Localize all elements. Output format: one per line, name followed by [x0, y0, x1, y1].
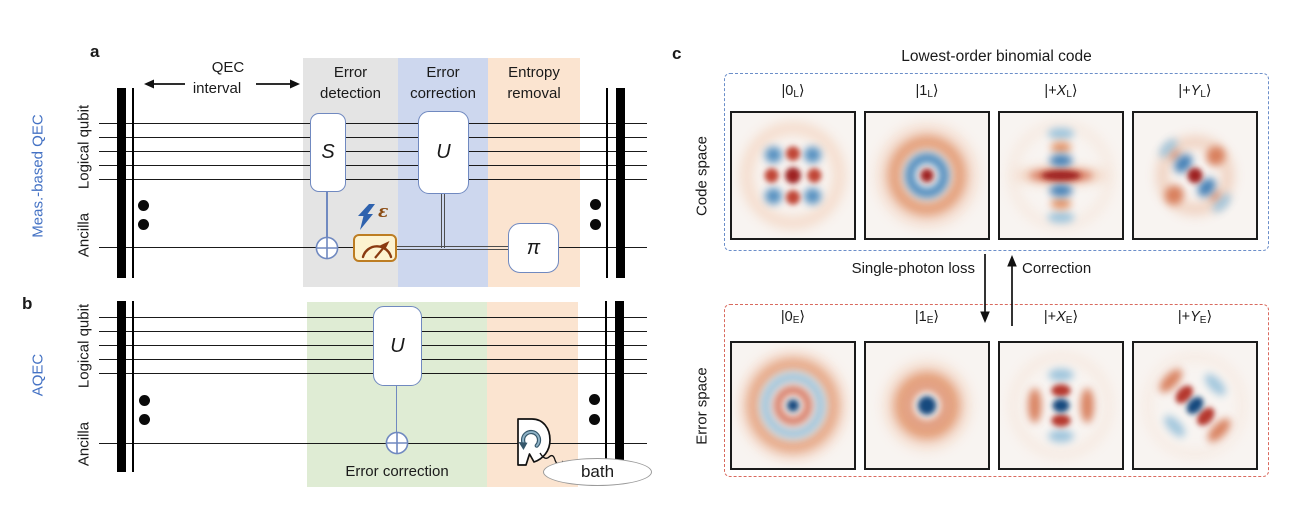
cnot-target-icon [385, 431, 409, 455]
panel-b-ancilla-label: Ancilla [75, 421, 93, 467]
wigner-plot-0L [730, 111, 856, 240]
qec-interval-line1: QEC [211, 59, 245, 76]
logical-wire [99, 165, 647, 167]
state-label-plusXE: |+XE⟩ [1043, 309, 1079, 326]
wigner-plot-1L [864, 111, 990, 240]
right-thick-barline [615, 88, 625, 278]
state-label-0L: |0L⟩ [781, 83, 805, 100]
dissipator-icon [517, 418, 551, 466]
pi-gate-label: π [526, 236, 541, 259]
error-space-box [724, 304, 1269, 477]
correction-arrow-up [1007, 255, 1017, 326]
left-thin-barline [131, 301, 134, 472]
ancilla-wire [99, 247, 355, 249]
meter-icon [361, 240, 393, 259]
recovery-gate-b-label: U [390, 334, 405, 357]
correction-label: Correction [1022, 260, 1092, 277]
code-space-label: Code space [693, 135, 711, 217]
state-label-plusYL: |+YL⟩ [1178, 83, 1212, 100]
syndrome-gate: S [310, 113, 346, 192]
recovery-gate-a: U [418, 111, 469, 194]
classical-wire [440, 192, 442, 248]
state-label-0E: |0E⟩ [780, 309, 806, 326]
panel-b-logical-label: Logical qubit [75, 303, 93, 389]
classical-wire [443, 192, 446, 248]
control-line [326, 190, 328, 237]
aqec-correction-title: Error correction [345, 463, 449, 480]
ellipsis-dot [589, 218, 601, 230]
right-thick-barline [614, 301, 624, 472]
wigner-plot-plusYL [1132, 111, 1258, 240]
interval-arrows [144, 79, 300, 89]
panel-a-label: a [90, 42, 100, 61]
single-photon-loss-label: Single-photon loss [851, 260, 975, 277]
state-label-1E: |1E⟩ [914, 309, 940, 326]
ellipsis-dot [588, 393, 600, 405]
panel-a-logical-label: Logical qubit [75, 104, 93, 190]
measurement-box [353, 233, 397, 262]
panel-b-side-label: AQEC [29, 353, 47, 397]
wigner-plot-plusXL [998, 111, 1124, 240]
left-thin-barline [131, 88, 134, 278]
error-symbol: ε [378, 202, 389, 222]
qec-interval-line2: interval [192, 80, 242, 97]
ellipsis-dot [138, 413, 150, 425]
classical-wire [397, 249, 509, 251]
panel-c-title: Lowest-order binomial code [901, 48, 1092, 65]
ellipsis-dot [589, 198, 601, 210]
loss-arrow-down [980, 254, 990, 323]
logical-wire [99, 179, 647, 181]
panel-b-label: b [22, 294, 33, 313]
ancilla-wire [99, 443, 647, 445]
state-label-1L: |1L⟩ [915, 83, 939, 100]
ellipsis-dot [138, 394, 150, 406]
wigner-plot-1E [864, 341, 990, 470]
panel-a-ancilla-label: Ancilla [75, 212, 93, 258]
wigner-plot-plusYE [1132, 341, 1258, 470]
code-space-box [724, 73, 1269, 251]
state-label-plusYE: |+YE⟩ [1177, 309, 1213, 326]
panel-a-side-label: Meas.-based QEC [29, 114, 47, 238]
ellipsis-dot [137, 218, 149, 230]
wigner-plot-plusXE [998, 341, 1124, 470]
error-detection-title: Error detection [320, 64, 381, 102]
syndrome-gate-label: S [321, 141, 335, 163]
logical-wire [99, 137, 647, 139]
right-thin-barline [605, 88, 608, 278]
entropy-removal-title: Entropy removal [507, 64, 561, 102]
left-thick-barline [117, 301, 126, 472]
pi-gate: π [508, 223, 559, 273]
recovery-gate-b: U [373, 306, 422, 386]
right-thin-barline [604, 301, 607, 472]
control-line [395, 384, 398, 432]
recovery-gate-a-label: U [436, 141, 451, 163]
ancilla-wire [556, 247, 647, 249]
classical-wire [397, 245, 509, 248]
cnot-target-icon [315, 236, 339, 259]
ellipsis-dot [588, 413, 600, 425]
lightning-icon [358, 204, 375, 230]
logical-wire [99, 151, 647, 153]
bath-ellipse: bath [543, 458, 652, 486]
wigner-plot-0E [730, 341, 856, 470]
left-thick-barline [117, 88, 126, 278]
bath-label: bath [580, 462, 615, 481]
error-correction-title: Error correction [410, 64, 476, 102]
ellipsis-dot [137, 199, 149, 211]
error-space-label: Error space [693, 367, 711, 445]
state-label-plusXL: |+XL⟩ [1044, 83, 1078, 100]
logical-wire [99, 123, 647, 125]
panel-c-label: c [672, 44, 682, 63]
